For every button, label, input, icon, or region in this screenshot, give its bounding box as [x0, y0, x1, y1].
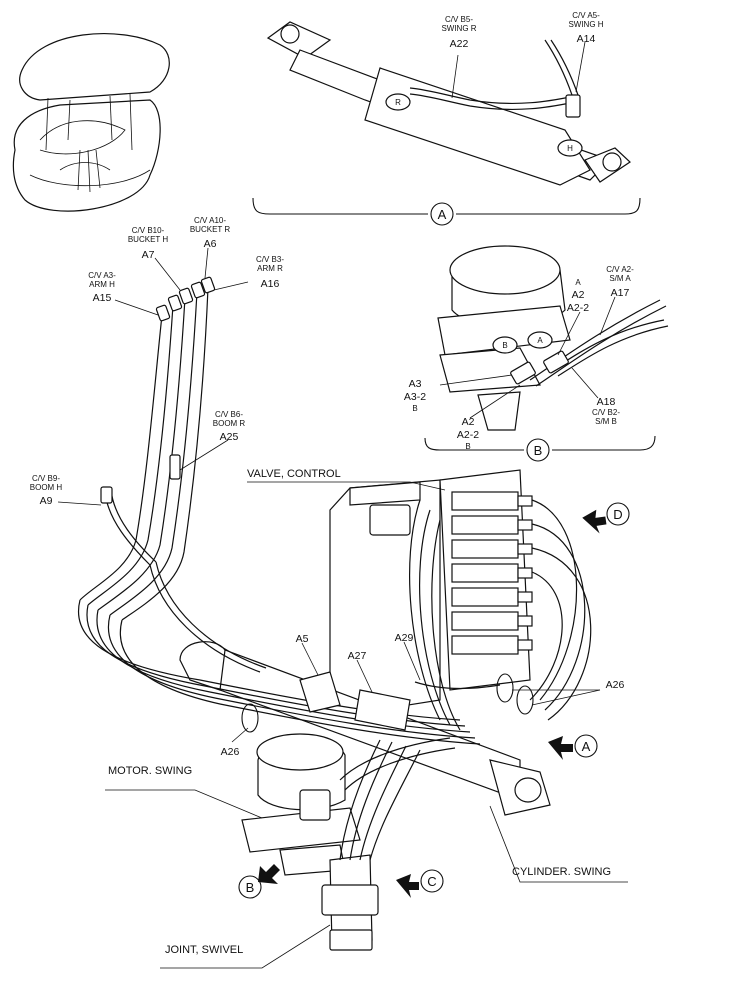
label-a17-code: A17 — [611, 287, 630, 299]
label-a5: A5 — [296, 633, 309, 645]
label-a25-desc2: BOOM R — [213, 419, 246, 428]
label-a9-desc: C/V B9- — [32, 474, 60, 483]
label-a26-right: A26 — [606, 679, 625, 691]
callout-detail-a: A — [438, 207, 447, 222]
valve-sections — [451, 491, 533, 655]
label-b-a3-l2: A3-2 — [404, 391, 426, 403]
label-b-a-l1: A — [575, 278, 581, 287]
label-a14-desc: C/V A5- — [572, 11, 600, 20]
machine-thumbnail — [12, 32, 170, 212]
label-a25-desc: C/V B6- — [215, 410, 243, 419]
label-a7-desc2: BUCKET H — [128, 235, 169, 244]
label-a29: A29 — [395, 632, 414, 644]
label-a16-desc2: ARM R — [257, 264, 283, 273]
main-assembly: A5 A27 A29 A26 A26 VALVE, CONTROL MOTOR.… — [78, 468, 630, 969]
callout-detail-b: B — [534, 443, 543, 458]
label-valve-control: VALVE, CONTROL — [247, 468, 341, 480]
label-b-a-l2: A2 — [572, 289, 585, 301]
label-motor-swing: MOTOR. SWING — [108, 765, 192, 777]
arm-hoses: C/V B10- BUCKET H A7 C/V A10- BUCKET R A… — [30, 216, 284, 621]
callout-a: A — [582, 739, 591, 754]
callout-c: C — [427, 874, 436, 889]
label-a18-desc2: S/M B — [595, 417, 617, 426]
label-joint-swivel: JOINT, SWIVEL — [165, 944, 243, 956]
label-a22-desc: C/V B5- — [445, 15, 473, 24]
port-r-label: R — [395, 98, 401, 107]
label-a6-code: A6 — [204, 238, 217, 250]
label-a9-desc2: BOOM H — [30, 483, 63, 492]
label-a15-code: A15 — [93, 292, 112, 304]
label-a14-code: A14 — [577, 33, 596, 45]
label-a9-code: A9 — [40, 495, 53, 507]
label-a17-desc2: S/M A — [609, 274, 631, 283]
label-b-a2-l1: A2 — [462, 416, 475, 428]
label-a14-desc2: SWING H — [568, 20, 603, 29]
label-a26-left: A26 — [221, 746, 240, 758]
label-a7-desc: C/V B10- — [132, 226, 165, 235]
detail-b-swing-motor: B A A A2 A2-2 C/V A2- S/M A A17 A18 C/V … — [404, 245, 669, 462]
callout-b: B — [246, 880, 255, 895]
label-a6-desc2: BUCKET R — [190, 225, 231, 234]
label-a18-desc: C/V B2- — [592, 408, 620, 417]
label-b-a2-l3: B — [465, 442, 470, 451]
label-a22-code: A22 — [450, 38, 469, 50]
label-b-a-l3: A2-2 — [567, 302, 589, 314]
label-a6-desc: C/V A10- — [194, 216, 226, 225]
label-a22-desc2: SWING R — [441, 24, 476, 33]
label-b-a3-l1: A3 — [409, 378, 422, 390]
port-h-label: H — [567, 144, 573, 153]
port-a-label: A — [537, 336, 543, 345]
label-a15-desc: C/V A3- — [88, 271, 116, 280]
label-a15-desc2: ARM H — [89, 280, 115, 289]
label-a27: A27 — [348, 650, 367, 662]
port-b-label: B — [502, 341, 507, 350]
label-a16-desc: C/V B3- — [256, 255, 284, 264]
label-a7-code: A7 — [142, 249, 155, 261]
label-b-a3-l3: B — [412, 404, 417, 413]
label-cylinder-swing: CYLINDER. SWING — [512, 866, 611, 878]
label-a16-code: A16 — [261, 278, 280, 290]
callout-d: D — [613, 507, 622, 522]
label-a25-code: A25 — [220, 431, 239, 443]
label-a18-code: A18 — [597, 396, 616, 408]
label-b-a2-l2: A2-2 — [457, 429, 479, 441]
label-a17-desc: C/V A2- — [606, 265, 634, 274]
detail-a-swing-cylinder: R H C/V B5- SWING R A22 C/V A5- SWING H … — [252, 11, 641, 226]
